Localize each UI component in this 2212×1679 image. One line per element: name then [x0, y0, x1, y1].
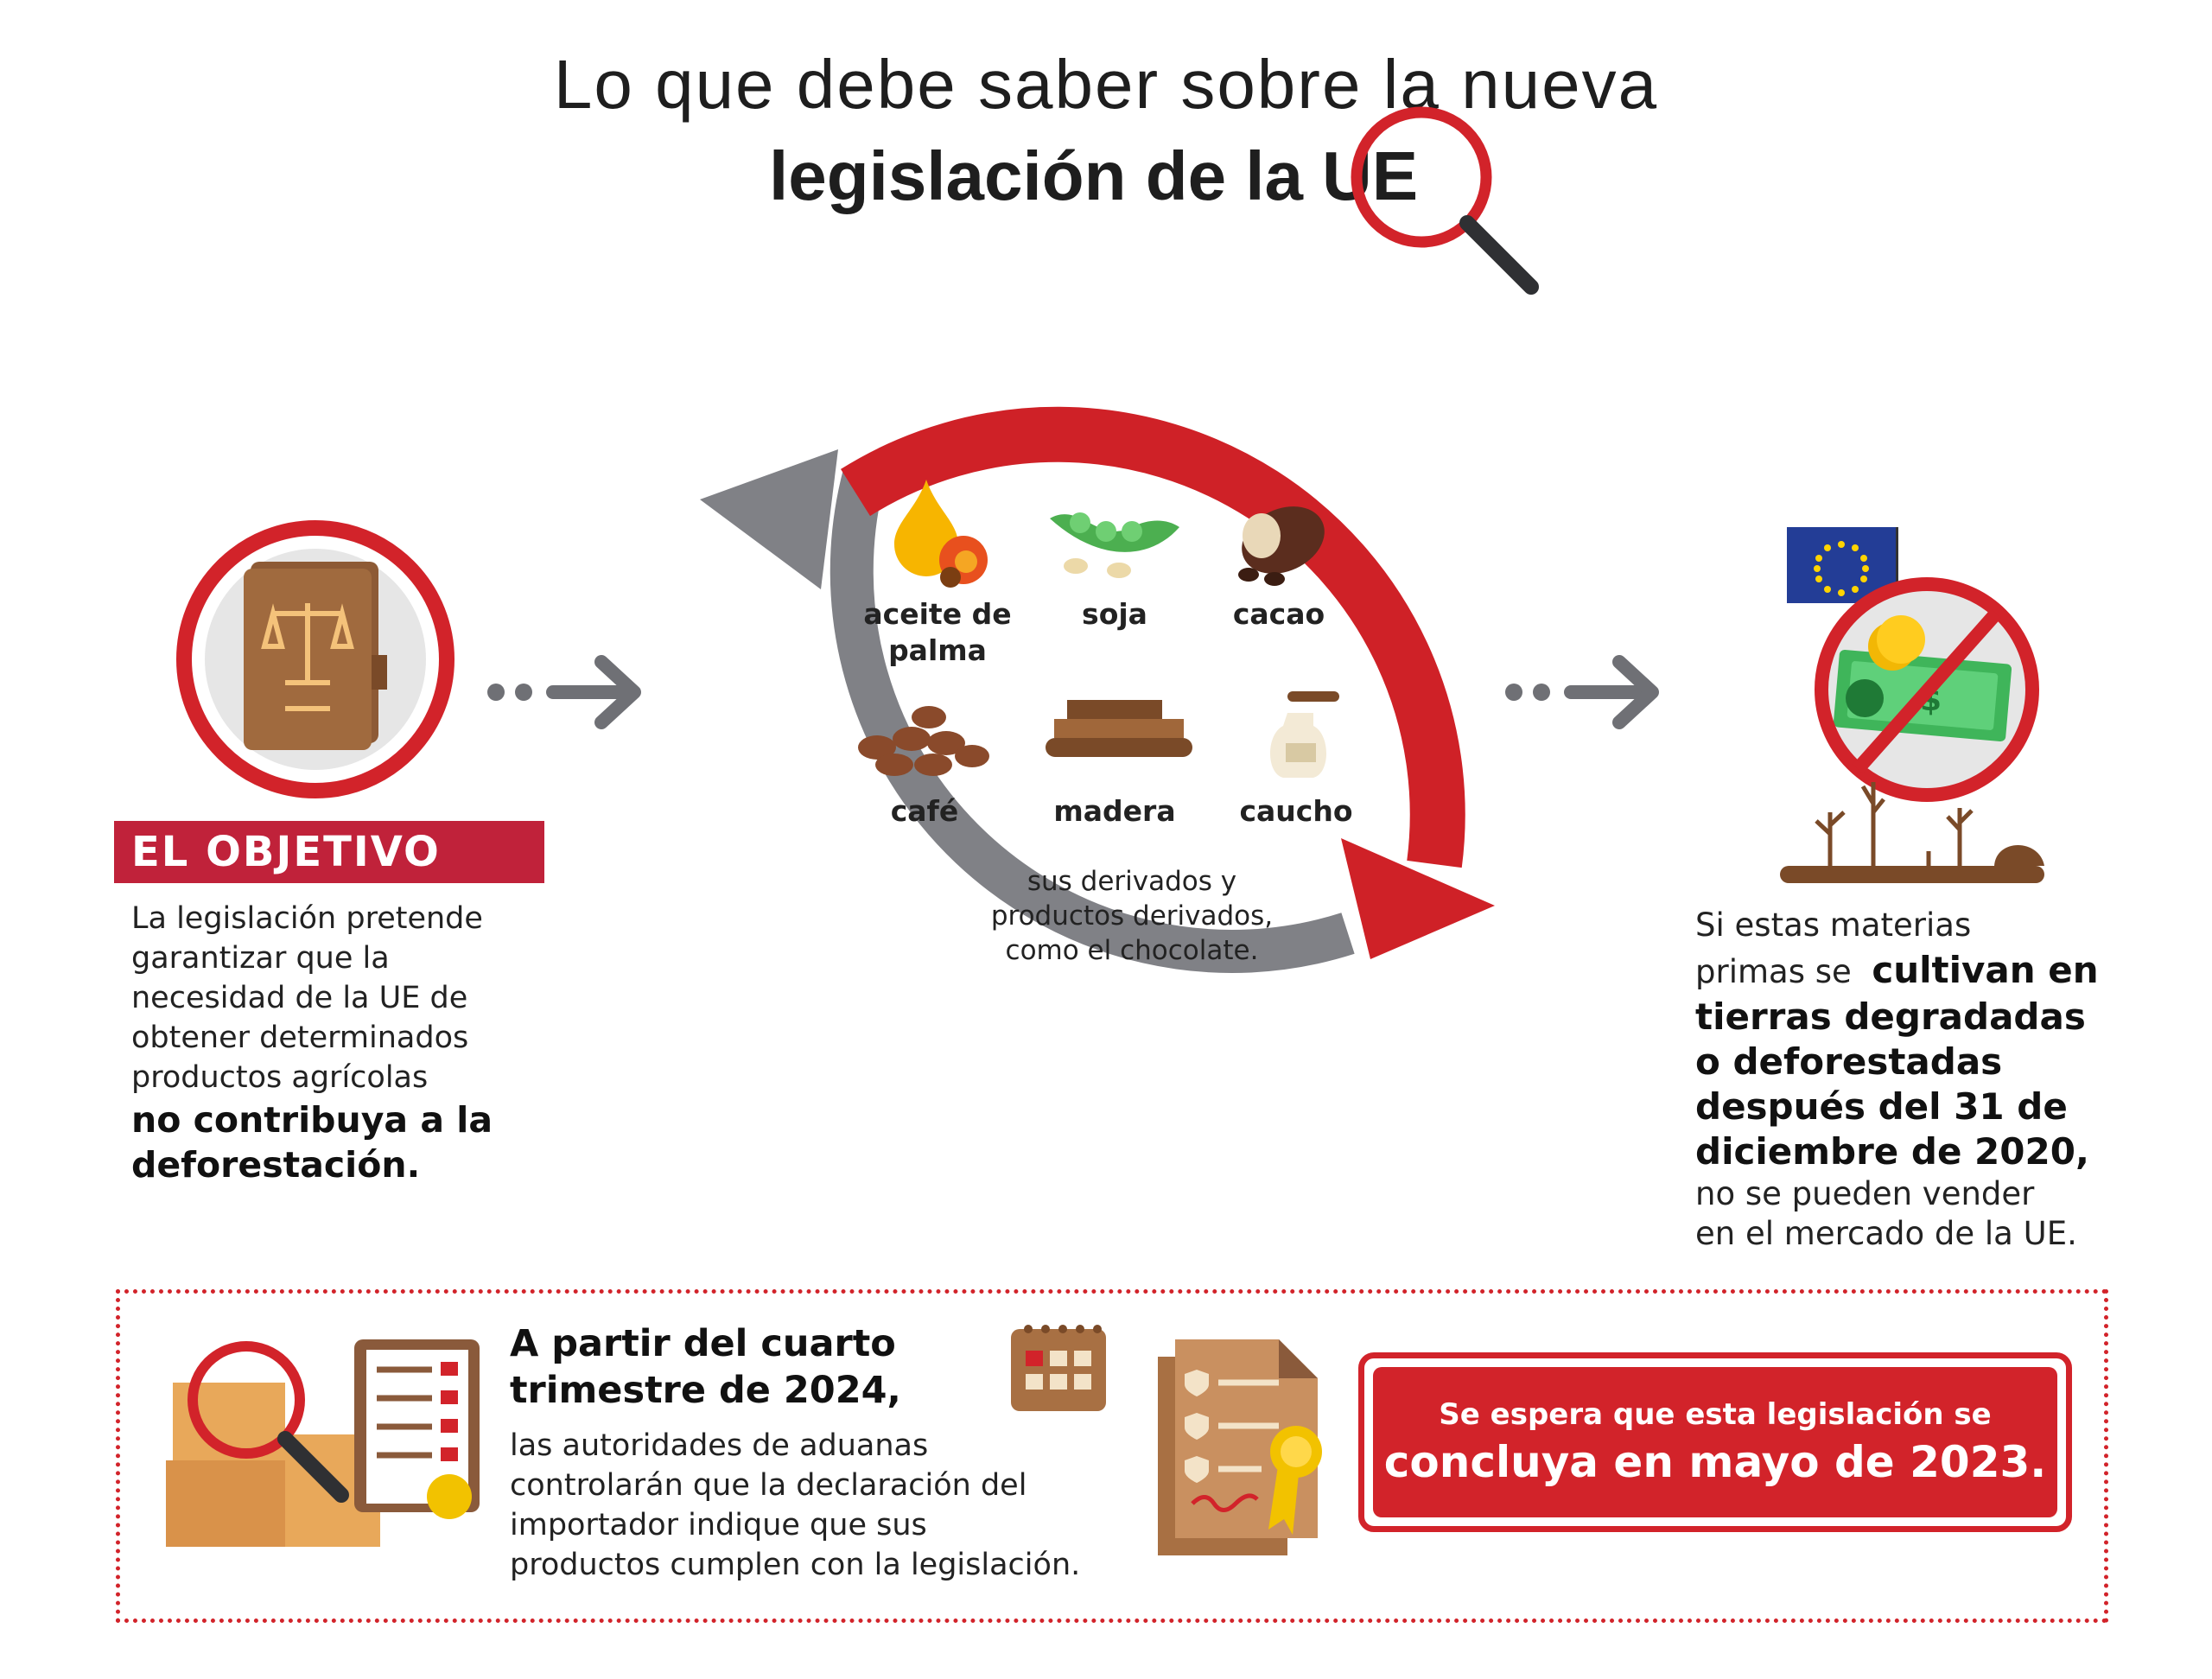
grey-cycle-arc [830, 469, 1355, 973]
red-cycle-arc [841, 406, 1465, 868]
grey-arrow-head [700, 449, 838, 589]
timeline-box [116, 1289, 2108, 1623]
page-title-line1: Lo que debe saber sobre la nueva [553, 46, 1659, 123]
arrow-right-icon-2 [1505, 655, 1659, 729]
certificate-icon [1158, 1339, 1322, 1555]
product-label-rubber: caucho [1239, 794, 1353, 828]
cycle-diagram: ESTA INCLUYE [700, 308, 1495, 973]
calendar-icon [1011, 1325, 1106, 1411]
no-money-eu-icon: $ [1780, 527, 2044, 883]
title-prefix: legislación de la [769, 137, 1304, 214]
timeline-title: A partir del cuarto trimestre de 2024, [510, 1322, 901, 1412]
cocoa-icon [1238, 506, 1325, 586]
timeline-text: las autoridades de aduanas controlarán q… [510, 1428, 1081, 1582]
objective-text: La legislación pretende garantizar que l… [131, 901, 483, 1095]
product-label-cocoa: cacao [1232, 597, 1325, 631]
coffee-icon [858, 706, 989, 776]
product-label-palm: aceite de palma [863, 597, 1012, 667]
rubber-icon [1270, 691, 1339, 778]
conclusion-line1: Se espera que esta legislación se [1439, 1397, 1992, 1432]
red-arrow-head [1341, 838, 1495, 959]
derivatives-note: sus derivados y productos derivados, com… [990, 866, 1274, 966]
law-book-icon [176, 520, 454, 798]
conclusion-line2: concluya en mayo de 2023. [1383, 1437, 2047, 1487]
objective-bold-text: no contribuya a la deforestación. [131, 1099, 493, 1186]
magnifier-icon [1351, 106, 1539, 295]
wood-icon [1046, 700, 1192, 757]
title-highlight: UE [1322, 137, 1419, 214]
customs-inspection-icon [166, 1339, 480, 1547]
soy-icon [1050, 512, 1179, 578]
restriction-text: Si estas materias primas se cultivan en … [1695, 906, 2099, 1252]
product-label-soy: soja [1082, 597, 1147, 631]
objective-badge: EL OBJETIVO [114, 821, 544, 883]
arrow-right-icon [487, 655, 641, 729]
product-label-wood: madera [1053, 794, 1176, 828]
palm-oil-icon [894, 480, 988, 588]
product-label-coffee: café [890, 794, 959, 828]
conclusion-banner: Se espera que esta legislación se conclu… [1358, 1352, 2072, 1532]
